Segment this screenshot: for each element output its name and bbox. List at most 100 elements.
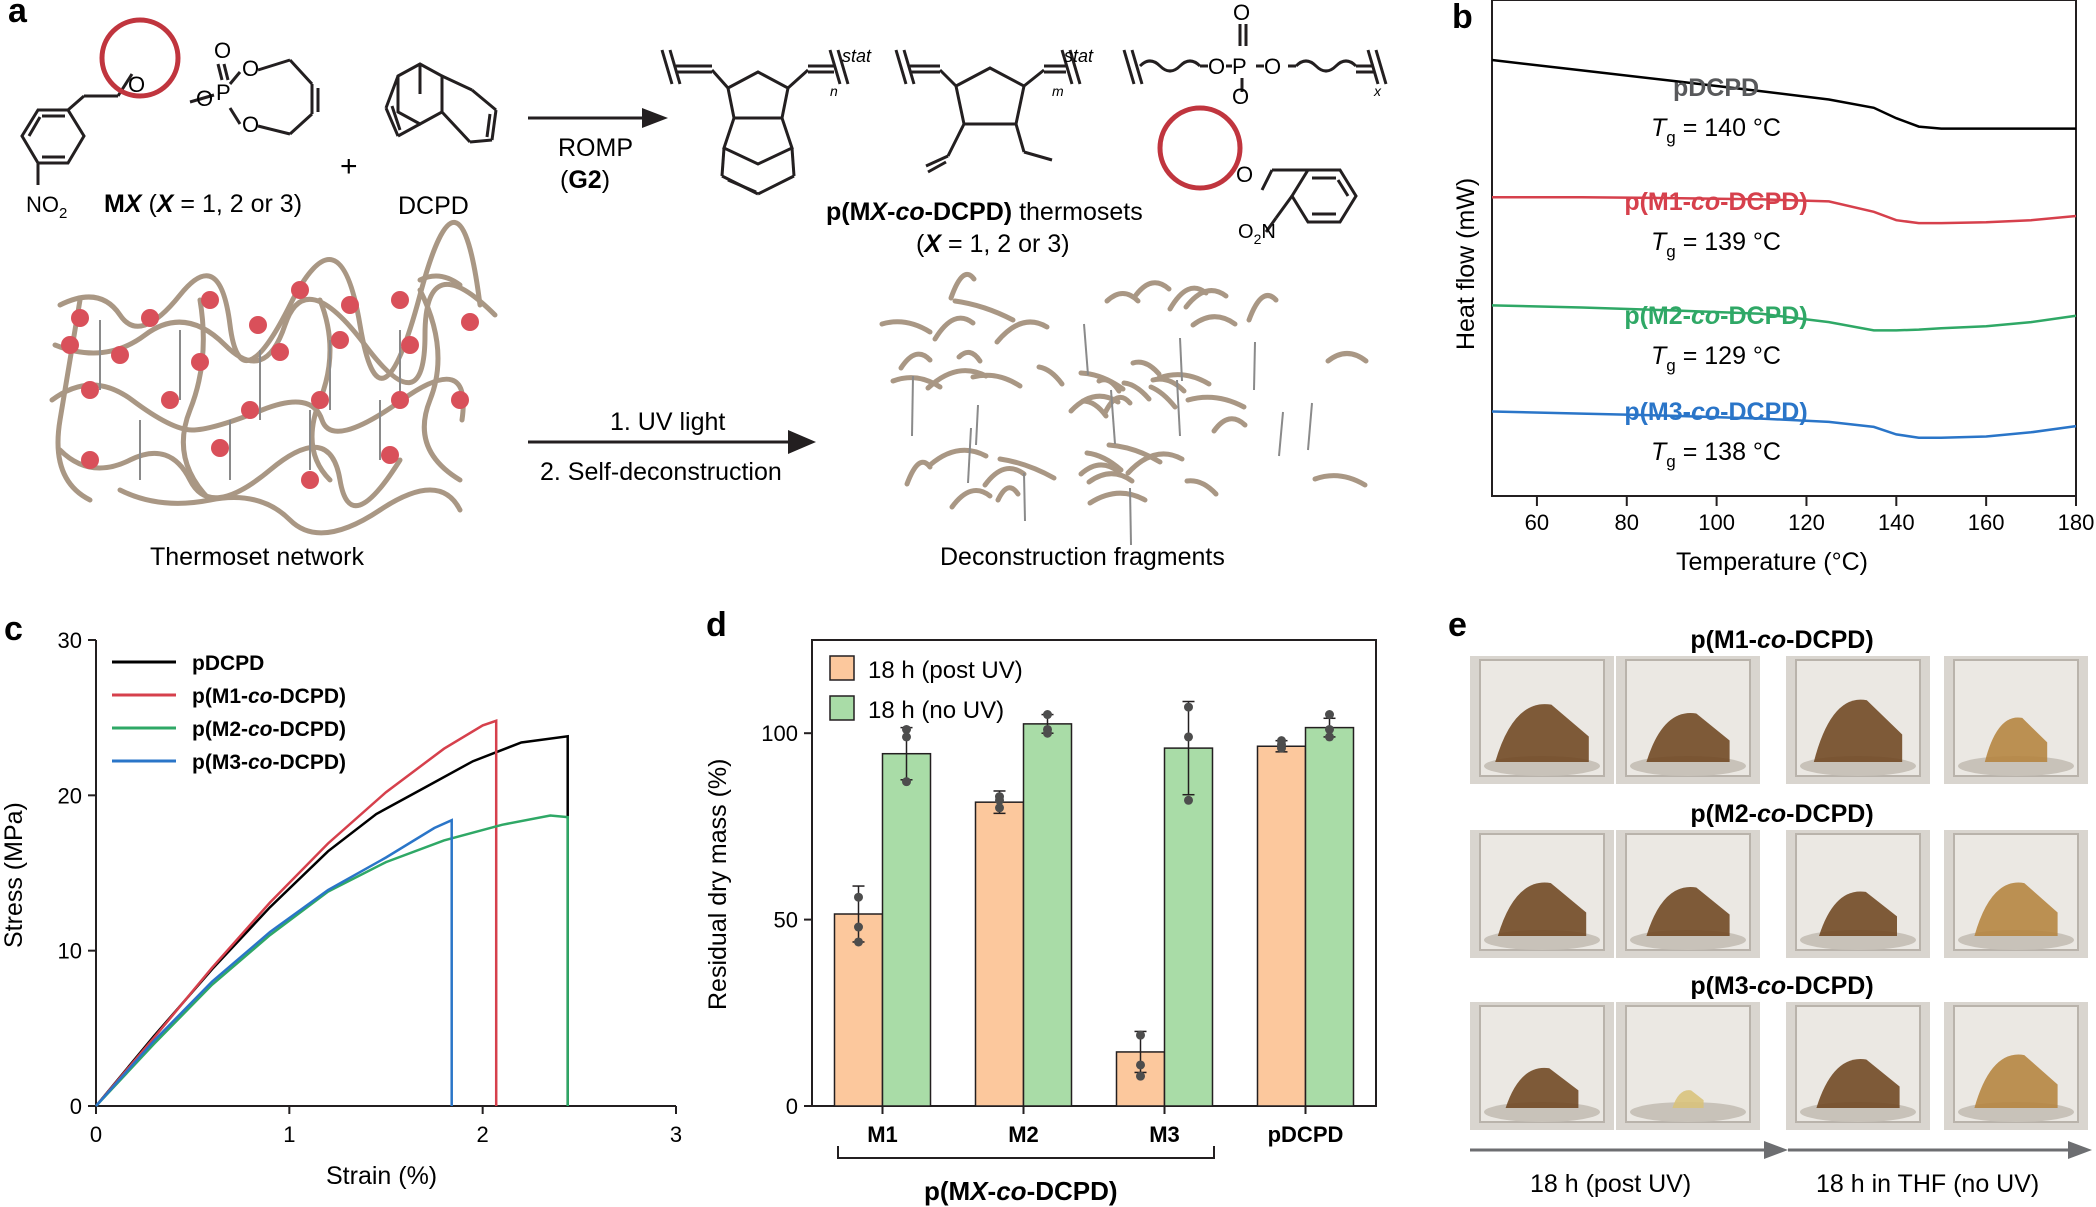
replicate-point xyxy=(854,892,863,902)
network-strand xyxy=(49,376,466,434)
bar-legend-swatch xyxy=(829,695,855,721)
network-strand xyxy=(57,444,403,509)
legend-entry: p(M1-co-DCPD) xyxy=(192,685,346,708)
stat-label-2: stat xyxy=(1064,46,1094,66)
timeline-arrowhead-right xyxy=(2068,1141,2092,1159)
fragment xyxy=(1150,376,1187,394)
bar-plot-frame xyxy=(811,639,1377,1107)
group-label: p(MX-co-DCPD) xyxy=(924,1176,1118,1206)
bar-category-label: M2 xyxy=(1008,1122,1039,1147)
replicate-point xyxy=(1277,743,1286,753)
fragment-link xyxy=(1023,472,1026,522)
dsc-series-line xyxy=(1492,196,2077,225)
fragment-link xyxy=(1176,379,1181,437)
atom-p1: P xyxy=(216,80,231,105)
dsc-x-label: Temperature (°C) xyxy=(1676,548,1868,576)
photo-row-label: p(M1-co-DCPD) xyxy=(1690,626,1873,654)
fragment xyxy=(994,319,1050,345)
fragment-link xyxy=(911,375,914,437)
cleavable-site xyxy=(191,353,209,371)
dsc-tick-label: 180 xyxy=(2058,510,2095,535)
subscript-x: x xyxy=(1373,83,1382,99)
fragment xyxy=(927,447,989,468)
replicate-point xyxy=(1184,795,1193,805)
replicate-point xyxy=(1325,732,1334,742)
cleavable-site xyxy=(81,381,99,399)
monomer-name: MX (X = 1, 2 or 3) xyxy=(104,190,302,218)
polymer-range: (X = 1, 2 or 3) xyxy=(916,230,1070,258)
replicate-point xyxy=(1184,702,1193,712)
replicate-point xyxy=(1043,710,1052,720)
polymer-residue xyxy=(1974,1054,2058,1108)
fragment xyxy=(1133,280,1172,298)
fragment xyxy=(952,298,1016,323)
fragment xyxy=(1185,394,1247,410)
fragment xyxy=(1104,291,1141,304)
fragment xyxy=(1080,398,1109,419)
cleavable-site xyxy=(141,309,159,327)
bar xyxy=(881,752,932,1107)
fragment xyxy=(1078,370,1126,392)
bar-legend-entry: 18 h (post UV) xyxy=(868,657,1023,684)
cleavable-site xyxy=(311,391,329,409)
fragment xyxy=(970,372,1023,389)
fragment-link xyxy=(1083,323,1089,376)
replicate-point xyxy=(1136,1071,1145,1081)
stress-strain-line xyxy=(95,818,453,1107)
cleavable-site xyxy=(381,446,399,464)
polymer-ring xyxy=(1157,105,1243,191)
fragment xyxy=(1086,471,1135,485)
cleavable-site xyxy=(461,313,479,331)
dsc-series-name: p(M2-co-DCPD) xyxy=(1624,302,1807,330)
polymer-residue xyxy=(1497,882,1587,937)
cleavable-site xyxy=(241,401,259,419)
panel-a-label: a xyxy=(8,0,28,30)
bar-category-label: M3 xyxy=(1149,1122,1180,1147)
poly-atom-o2: O xyxy=(1264,54,1281,79)
fragment xyxy=(1125,451,1185,476)
fragment xyxy=(1087,490,1148,506)
stress-x-label: Strain (%) xyxy=(326,1162,437,1190)
network-strand xyxy=(180,297,213,503)
bar-y-tick-label: 0 xyxy=(786,1094,798,1119)
panel-c-label: c xyxy=(4,610,23,648)
replicate-point xyxy=(854,922,863,932)
stress-x-tick-label: 1 xyxy=(283,1122,295,1147)
stress-x-tick-label: 2 xyxy=(477,1122,489,1147)
panel-e-label: e xyxy=(1448,606,1467,644)
bar-legend-entry: 18 h (no UV) xyxy=(868,697,1004,724)
fragment xyxy=(995,485,1021,503)
fragment xyxy=(982,466,1027,488)
stress-y-tick-label: 10 xyxy=(58,939,82,964)
fragment xyxy=(1068,393,1121,414)
dsc-tick-label: 100 xyxy=(1698,510,1735,535)
stress-y-tick-label: 20 xyxy=(58,783,82,808)
fragment-link xyxy=(1253,341,1256,391)
timeline-arrowhead-left xyxy=(1764,1141,1788,1159)
bar-y-label: Residual dry mass (%) xyxy=(704,759,732,1010)
dcpd-label: DCPD xyxy=(398,192,469,220)
poly-atom-o1: O xyxy=(1208,54,1225,79)
cleavable-site xyxy=(271,343,289,361)
fragment xyxy=(1325,351,1369,364)
cleavable-site xyxy=(291,281,309,299)
bar-y-tick-label: 100 xyxy=(761,721,798,746)
atom-o5: O xyxy=(242,112,259,137)
cleavable-site xyxy=(391,291,409,309)
vial-photos xyxy=(1470,656,2088,1130)
dsc-plot-frame xyxy=(1491,0,2077,497)
fragment xyxy=(1102,394,1133,416)
dcpd-structure xyxy=(384,62,498,144)
fragment-link xyxy=(1110,389,1116,445)
replicate-point xyxy=(1277,736,1286,746)
cleavable-site xyxy=(61,336,79,354)
dsc-curves xyxy=(1491,58,2077,439)
cleavable-site xyxy=(201,291,219,309)
legend-entry: pDCPD xyxy=(192,652,264,675)
fragment xyxy=(1312,473,1368,488)
atom-o4: O xyxy=(242,56,259,81)
fragment xyxy=(948,272,977,301)
panel-b-label: b xyxy=(1452,0,1473,36)
